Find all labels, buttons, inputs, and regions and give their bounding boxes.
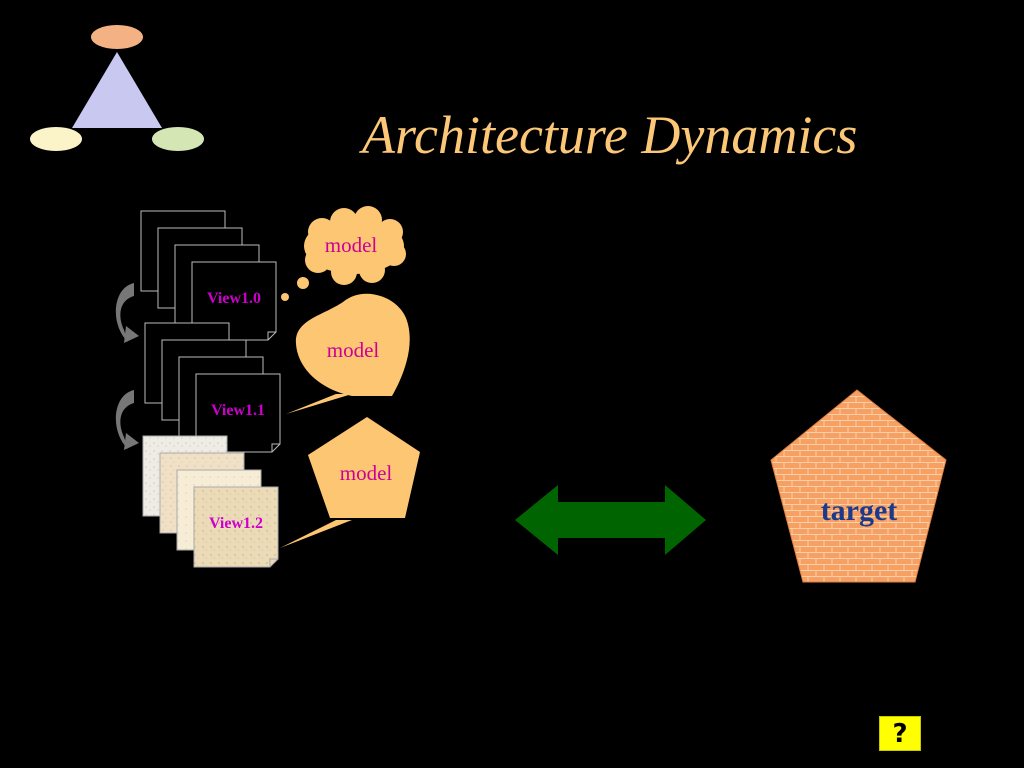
- target-pentagon: [770, 389, 947, 583]
- thought-dot: [297, 277, 309, 289]
- help-label: ?: [892, 718, 908, 749]
- logo-triangle: [72, 52, 162, 128]
- view-stack-2: [144, 322, 281, 453]
- logo-graphic: [30, 25, 204, 151]
- curved-arrow-icon: [115, 390, 139, 450]
- help-button[interactable]: ?: [879, 716, 921, 751]
- model-label: model: [325, 233, 378, 257]
- view-label: View1.2: [209, 515, 263, 532]
- target-label: target: [821, 494, 898, 527]
- thought-dot: [281, 293, 289, 301]
- logo-left-node: [30, 127, 82, 151]
- curved-arrow-icon: [115, 283, 139, 343]
- model-pentagon-shape: [308, 417, 420, 518]
- model-label: model: [340, 461, 393, 485]
- view-stack-3: [142, 435, 279, 568]
- view-stack-1: [140, 210, 277, 341]
- logo-right-node: [152, 127, 204, 151]
- model-label: model: [327, 338, 380, 362]
- view-label: View1.0: [207, 290, 261, 307]
- callout-pointer: [280, 520, 352, 548]
- double-arrow-icon: [515, 485, 706, 555]
- slide-title: Architecture Dynamics: [362, 105, 858, 165]
- model-blob-shape: [295, 293, 410, 396]
- model-cloud-shape: [304, 206, 406, 285]
- logo-top-node: [91, 25, 143, 49]
- view-label: View1.1: [211, 402, 265, 419]
- callout-pointer: [286, 394, 352, 414]
